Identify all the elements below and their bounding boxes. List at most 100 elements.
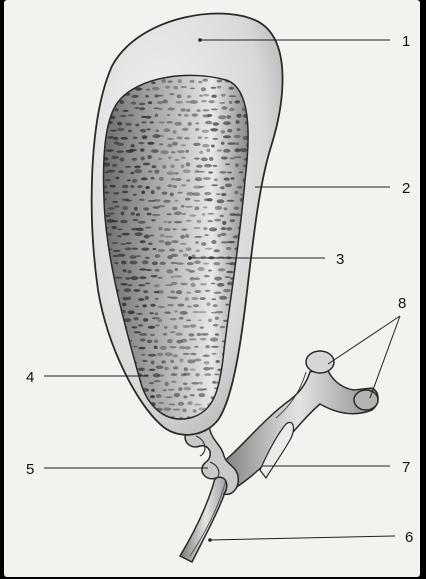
mucosal-pit (206, 148, 210, 152)
mucosal-pit (158, 95, 163, 97)
mucosal-pit (151, 149, 159, 153)
mucosal-pit (222, 221, 226, 225)
mucosal-pit (183, 325, 190, 328)
mucosal-pit (109, 389, 113, 393)
mucosal-pit (200, 338, 207, 341)
mucosal-pit (171, 240, 178, 243)
mucosal-pit (130, 276, 138, 280)
mucosal-pit (167, 172, 175, 175)
mucosal-pit (167, 184, 172, 187)
mucosal-pit (122, 191, 129, 193)
mucosal-pit (138, 298, 144, 301)
mucosal-pit (168, 81, 173, 83)
mucosal-pit (152, 317, 160, 319)
mucosal-pit (203, 388, 207, 390)
mucosal-pit (157, 375, 165, 377)
mucosal-pit (118, 228, 123, 230)
mucosal-pit (164, 311, 171, 314)
mucosal-pit (225, 304, 229, 306)
mucosal-pit (101, 353, 108, 357)
mucosal-pit (174, 122, 182, 126)
mucosal-pit (179, 250, 183, 253)
mucosal-pit (223, 149, 230, 153)
mucosal-pit (195, 128, 199, 131)
mucosal-pit (129, 261, 137, 265)
leader-line-6 (210, 536, 395, 540)
mucosal-pit (190, 369, 196, 371)
mucosal-pit (112, 242, 119, 244)
mucosal-pit (162, 79, 166, 83)
mucosal-pit (204, 275, 210, 277)
mucosal-pit (130, 172, 134, 175)
mucosal-pit (168, 221, 172, 223)
mucosal-pit (237, 114, 242, 118)
mucosal-pit (211, 346, 219, 348)
mucosal-pit (204, 137, 208, 139)
mucosal-pit (125, 123, 132, 126)
mucosal-pit (169, 249, 176, 252)
mucosal-pit (190, 88, 196, 90)
mucosal-pit (183, 396, 187, 399)
mucosal-pit (248, 402, 252, 404)
mucosal-pit (173, 185, 177, 188)
mucosal-pit (193, 304, 199, 307)
mucosal-pit (213, 165, 218, 167)
mucosal-pit (234, 207, 239, 210)
mucosal-pit (214, 219, 221, 222)
mucosal-pit (207, 198, 213, 201)
mucosal-pit (214, 277, 222, 281)
mucosal-pit (227, 129, 232, 133)
mucosal-pit (211, 108, 218, 110)
mucosal-pit (197, 171, 205, 173)
mucosal-pit (125, 277, 130, 280)
mucosal-pit (246, 353, 253, 357)
mucosal-pit (250, 345, 255, 347)
mucosal-pit (155, 114, 159, 118)
mucosal-pit (128, 270, 132, 273)
mucosal-pit (133, 346, 137, 348)
mucosal-pit (163, 389, 167, 391)
mucosal-pit (214, 249, 220, 252)
mucosal-pit (122, 185, 128, 189)
mucosal-pit (125, 388, 132, 391)
mucosal-pit (195, 206, 200, 210)
mucosal-pit (143, 207, 149, 211)
mucosal-pit (179, 317, 184, 320)
mucosal-pit (212, 381, 216, 384)
mucosal-pit (123, 318, 131, 322)
mucosal-pit (172, 207, 178, 210)
mucosal-pit (115, 108, 119, 111)
label-7: 7 (402, 459, 410, 476)
mucosal-pit (100, 367, 106, 369)
mucosal-pit (151, 219, 155, 221)
mucosal-pit (180, 358, 184, 362)
mucosal-pit (251, 304, 256, 306)
mucosal-pit (140, 148, 144, 152)
mucosal-pit (210, 337, 218, 341)
mucosal-pit (138, 142, 145, 144)
mucosal-pit (111, 116, 115, 120)
mucosal-pit (252, 389, 257, 393)
mucosal-pit (107, 213, 115, 215)
mucosal-pit (139, 199, 145, 201)
mucosal-pit (142, 135, 148, 139)
mucosal-pit (219, 171, 226, 174)
mucosal-pit (200, 327, 204, 329)
mucosal-pit (220, 215, 224, 218)
mucosal-pit (157, 101, 163, 104)
mucosal-pit (119, 395, 125, 398)
mucosal-pit (105, 345, 113, 349)
mucosal-pit (141, 354, 145, 356)
mucosal-pit (243, 388, 247, 390)
mucosal-pit (250, 373, 255, 376)
mucosal-pit (168, 403, 175, 405)
mucosal-pit (135, 232, 143, 236)
mucosal-pit (184, 367, 188, 371)
mucosal-pit (102, 410, 110, 413)
mucosal-pit (129, 409, 133, 412)
mucosal-pit (185, 297, 189, 301)
mucosal-pit (243, 403, 249, 405)
label-8: 8 (398, 295, 406, 312)
mucosal-pit (165, 352, 173, 356)
mucosal-pit (194, 404, 202, 406)
